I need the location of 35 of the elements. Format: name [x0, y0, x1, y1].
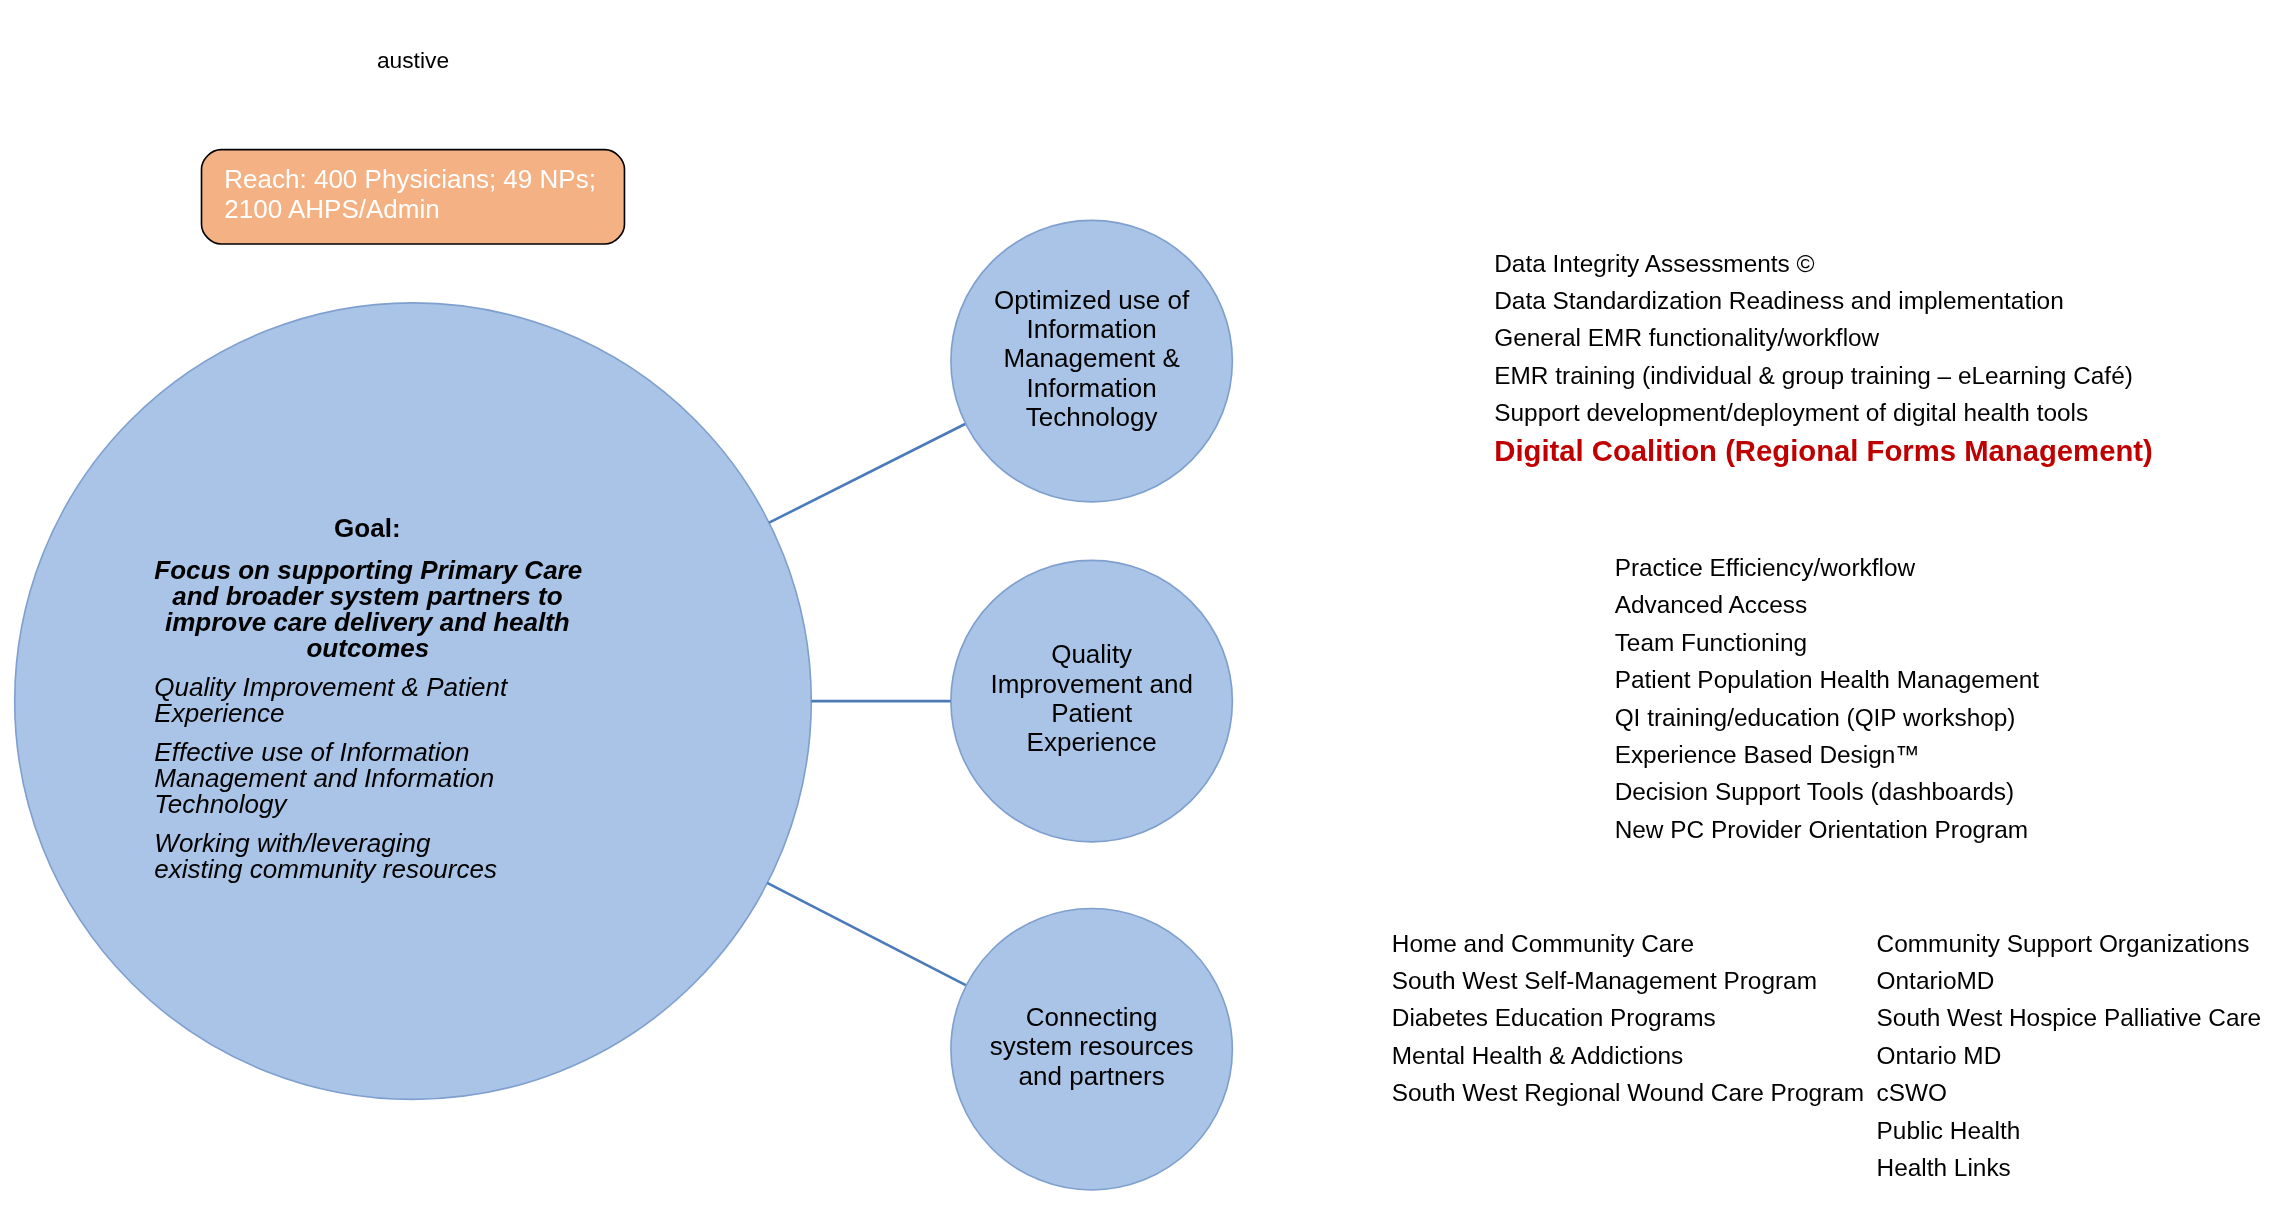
node-label: Practice Efficiency/workflow: [1614, 553, 1916, 581]
node-label: OntarioMD: [1876, 967, 1995, 995]
node-circle: Goal: Focus on supporting Primary Care and broader system partners to improve care delivery and health outcomes Quality Improvement & Patient Experience Effective use of Information Management and Information Technology Working with/leveraging existing community resources: [13, 302, 813, 1101]
node-label: Decision Support Tools (dashboards): [1614, 778, 2015, 806]
connector: [768, 422, 966, 524]
node-label: EMR training (individual & group training – eLearning Café): [1494, 361, 2133, 389]
node-label: Team Functioning: [1614, 628, 1808, 656]
node-label: General EMR functionality/workflow: [1494, 324, 1880, 352]
label: austive: [376, 46, 450, 73]
node-label: New PC Provider Orientation Program: [1614, 815, 2029, 843]
node-label: South West Regional Wound Care Program: [1391, 1079, 1865, 1107]
node-label: Home and Community Care: [1391, 929, 1695, 957]
node-label: QI training/education (QIP workshop): [1614, 703, 2016, 731]
node-label: Data Integrity Assessments ©: [1494, 249, 1815, 277]
node-circle: Connecting system resources and partners: [950, 907, 1234, 1191]
connector: [766, 881, 967, 987]
node-label: Diabetes Education Programs: [1391, 1004, 1716, 1032]
node-label: Data Standardization Readiness and implementation: [1494, 287, 2064, 315]
node-label: Community Support Organizations: [1876, 929, 2250, 957]
node-label: Experience Based Design™: [1614, 740, 1920, 768]
node-label: South West Hospice Palliative Care: [1876, 1004, 2262, 1032]
node-box: Reach: 400 Physicians; 49 NPs; 2100 AHPS/Admin: [200, 148, 626, 245]
node-label: Mental Health & Addictions: [1391, 1041, 1684, 1069]
node-label: Public Health: [1876, 1116, 2021, 1144]
node-label: Advanced Access: [1614, 591, 1808, 619]
node-label: cSWO: [1876, 1079, 1948, 1107]
node-circle: Quality Improvement and Patient Experience: [950, 559, 1234, 843]
node-circle: Optimized use of Information Management & Information Technology: [950, 219, 1234, 503]
connector: [811, 699, 951, 703]
node-label: Health Links: [1876, 1154, 2011, 1182]
node-label: Digital Coalition (Regional Forms Management): [1494, 434, 2153, 468]
node-label: Support development/deployment of digital health tools: [1494, 399, 2089, 427]
node-label: South West Self-Management Program: [1391, 967, 1818, 995]
node-label: Ontario MD: [1876, 1041, 2002, 1069]
node-label: Patient Population Health Management: [1614, 666, 2040, 694]
